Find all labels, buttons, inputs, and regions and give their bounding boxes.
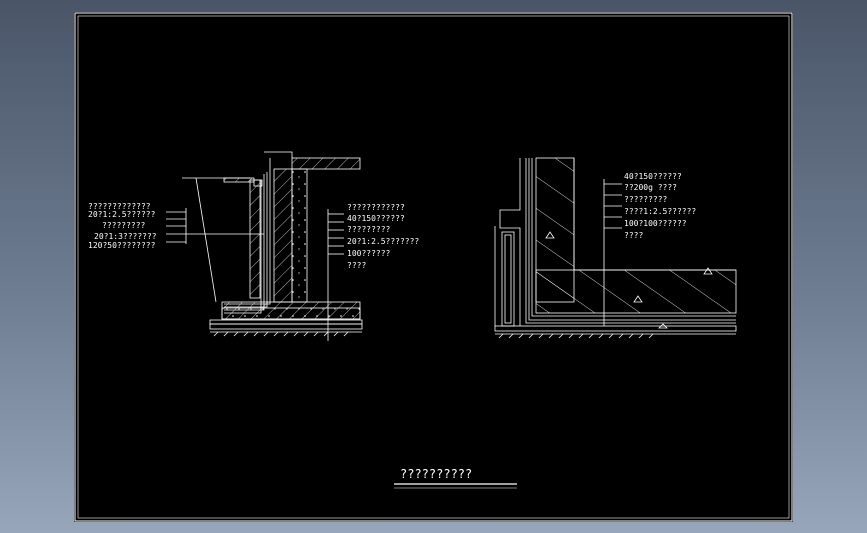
drawing-title: ?????????? [400, 467, 472, 481]
left-wall-detail [166, 151, 363, 341]
left-label-group: ????????????? 20?1:2.5?????? ????????? 2… [88, 202, 157, 250]
outer-border [74, 12, 793, 522]
left-label-5: 120?50???????? [88, 241, 156, 250]
cad-drawing-canvas: ????????????? 20?1:2.5?????? ????????? 2… [74, 12, 793, 522]
left-label-3: ????????? [102, 221, 146, 230]
right-label-5: 100?100?????? [624, 219, 687, 228]
right-label-group: 40?150?????? ??200g ???? ????????? ????1… [624, 172, 696, 240]
right-corner-detail [494, 157, 737, 339]
left-label-4: 20?1:3??????? [94, 232, 157, 241]
right-label-2: ??200g ???? [624, 183, 677, 192]
left-right-label-4: 20?1:2.5??????? [347, 237, 419, 246]
left-right-label-1: ???????????? [347, 203, 405, 212]
left-right-label-5: 100?????? [347, 249, 391, 258]
drawing-sheet: ????????????? 20?1:2.5?????? ????????? 2… [74, 12, 793, 522]
right-label-4: ????1:2.5?????? [624, 207, 696, 216]
right-label-6: ???? [624, 231, 643, 240]
inner-border [77, 15, 790, 519]
left-right-label-2: 40?150?????? [347, 214, 405, 223]
left-right-label-6: ???? [347, 261, 366, 270]
right-label-3: ????????? [624, 195, 668, 204]
right-label-1: 40?150?????? [624, 172, 682, 181]
left-label-1: ????????????? [88, 202, 151, 211]
left-right-label-3: ????????? [347, 225, 391, 234]
left-label-2: 20?1:2.5?????? [88, 210, 156, 219]
left-right-label-group: ???????????? 40?150?????? ????????? 20?1… [347, 203, 419, 270]
